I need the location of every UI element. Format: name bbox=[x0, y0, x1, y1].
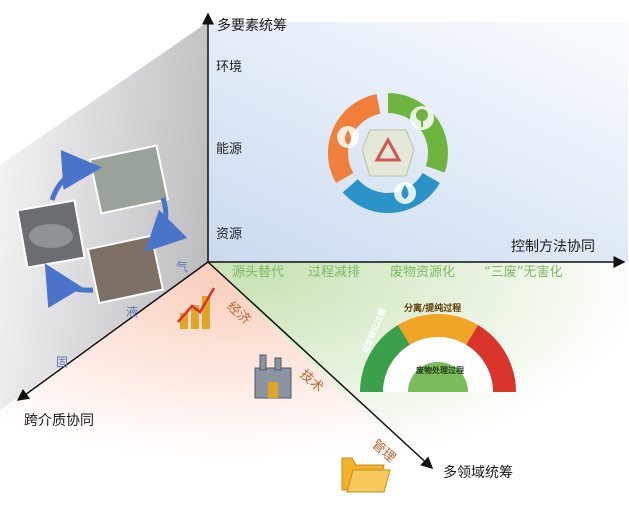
horizontal-axis-title: 控制方法协同 bbox=[511, 239, 595, 255]
left-diagonal-axis-title: 跨介质协同 bbox=[24, 413, 94, 429]
semicircle-top-segment bbox=[398, 313, 478, 345]
horizontal-tick-process: 过程减排 bbox=[308, 265, 361, 280]
cycle-arrow-right bbox=[144, 197, 188, 253]
factory-icon bbox=[254, 354, 292, 399]
semicircle-left-segment bbox=[360, 325, 410, 392]
phase-liquid: 液 bbox=[126, 305, 139, 319]
bottom-left-panel bbox=[0, 262, 420, 470]
semicircle-center bbox=[408, 362, 468, 392]
media-cycle bbox=[16, 144, 188, 309]
right-diagonal-axis-title: 多领域统筹 bbox=[443, 465, 513, 481]
vertical-tick-environment: 环境 bbox=[216, 60, 243, 75]
flame-icon bbox=[337, 126, 359, 148]
water-drop-icon bbox=[394, 182, 416, 204]
semicircle-right-segment bbox=[466, 325, 516, 392]
vertical-tick-energy: 能源 bbox=[216, 142, 243, 157]
vertical-tick-resources: 资源 bbox=[216, 227, 243, 242]
vertical-axis-title: 多要素统筹 bbox=[217, 18, 287, 34]
coins-chart-icon bbox=[177, 287, 216, 329]
recycle-wheel-icon bbox=[328, 93, 448, 213]
cycle-arrow-bottom bbox=[44, 263, 94, 309]
right-diagonal-axis bbox=[207, 261, 434, 470]
left-side-panel bbox=[0, 22, 208, 410]
left-diagonal-axis bbox=[16, 261, 209, 401]
semicircle-top-label: 分离/提纯过程 bbox=[404, 304, 462, 314]
phase-solid: 固 bbox=[56, 355, 69, 369]
vertical-back-panel bbox=[208, 22, 628, 262]
horizontal-tick-harmless: “三废”无害化 bbox=[484, 265, 563, 280]
horizontal-tick-source: 源头替代 bbox=[232, 265, 285, 280]
folder-icon bbox=[341, 457, 391, 493]
sludge-photo bbox=[86, 234, 165, 305]
horizontal-tick-resource: 废物资源化 bbox=[390, 265, 456, 280]
semicircle-center-label: 废物处理过程 bbox=[416, 366, 464, 375]
cycle-arrow-top bbox=[49, 150, 102, 201]
tree-icon bbox=[410, 106, 434, 130]
process-semicircle bbox=[360, 313, 516, 392]
phase-gas: 气 bbox=[176, 260, 189, 274]
